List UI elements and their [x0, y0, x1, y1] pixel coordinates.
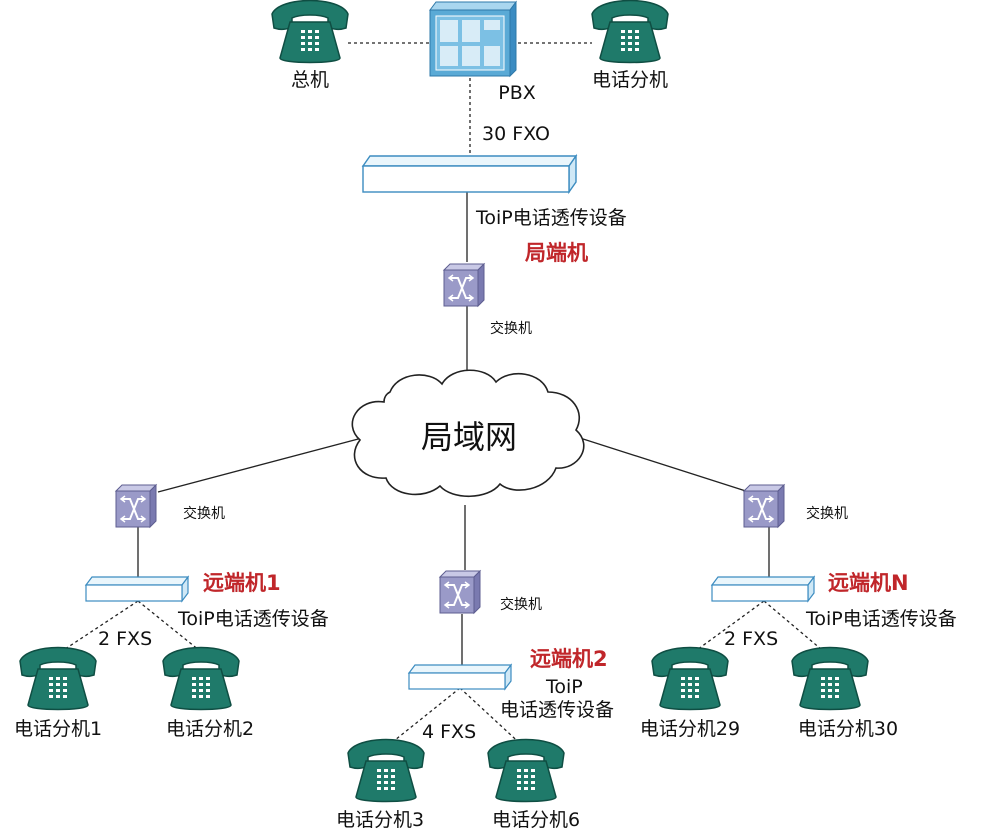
- remote2-ext3-link: [384, 687, 461, 749]
- lan-left-switch-link: [157, 437, 363, 493]
- network-switch-icon: [439, 570, 481, 614]
- desk-telephone-icon: [162, 646, 240, 711]
- toip-gateway-device-icon: [408, 664, 512, 690]
- ext29-label: 电话分机29: [640, 718, 740, 740]
- remote1-label: 远端机1: [203, 571, 281, 595]
- lan-right-switch-link: [579, 437, 753, 494]
- desk-telephone-icon: [651, 646, 729, 711]
- remote1-ext2-link: [137, 600, 206, 656]
- remote2-ext6-link: [459, 687, 526, 749]
- remote1-device-label: ToiP电话透传设备: [177, 608, 329, 630]
- pbx-extension-phone-label: 电话分机: [592, 69, 668, 91]
- remote2-device-line2: 电话透传设备: [500, 699, 614, 721]
- toip-gateway-device-icon: [711, 576, 815, 602]
- desk-telephone-icon: [487, 738, 565, 803]
- desk-telephone-icon: [271, 0, 349, 64]
- remoteN-ext30-link: [763, 600, 829, 656]
- remote1-ext1-link: [55, 600, 139, 656]
- remoteN-fxs-label: 2 FXS: [724, 628, 778, 650]
- ext30-label: 电话分机30: [798, 718, 898, 740]
- desk-telephone-icon: [791, 646, 869, 711]
- network-switch-icon: [443, 263, 485, 307]
- local-end-label: 局端机: [525, 241, 588, 265]
- right-switch-label: 交换机: [806, 505, 848, 522]
- connection-lines: [55, 42, 829, 749]
- desk-telephone-icon: [591, 0, 669, 64]
- pbx-label: PBX: [498, 82, 536, 104]
- cloud-icon: [351, 369, 585, 497]
- desk-telephone-icon: [347, 738, 425, 803]
- remoteN-label: 远端机N: [828, 571, 909, 595]
- fxo-link-label: 30 FXO: [482, 123, 550, 145]
- toip-gateway-device-icon: [361, 153, 578, 195]
- lan-label: 局域网: [421, 418, 517, 456]
- pbx-cabinet-icon: [429, 0, 517, 78]
- middle-switch-label: 交换机: [500, 596, 542, 613]
- ext6-label: 电话分机6: [492, 809, 580, 831]
- remote1-fxs-label: 2 FXS: [98, 628, 152, 650]
- ext2-label: 电话分机2: [166, 718, 254, 740]
- network-switch-icon: [743, 484, 785, 528]
- remote2-device-line1: ToiP: [545, 676, 583, 698]
- ext1-label: 电话分机1: [14, 718, 102, 740]
- desk-telephone-icon: [19, 646, 97, 711]
- remoteN-device-label: ToiP电话透传设备: [805, 608, 957, 630]
- toip-gateway-device-icon: [85, 576, 189, 602]
- operator-phone-label: 总机: [291, 69, 329, 91]
- remote2-fxs-label: 4 FXS: [422, 721, 476, 743]
- remote2-label: 远端机2: [530, 647, 608, 671]
- local-switch-label: 交换机: [490, 320, 532, 337]
- ext3-label: 电话分机3: [336, 809, 424, 831]
- left-switch-label: 交换机: [183, 505, 225, 522]
- local-device-label: ToiP电话透传设备: [475, 207, 627, 229]
- network-switch-icon: [115, 484, 157, 528]
